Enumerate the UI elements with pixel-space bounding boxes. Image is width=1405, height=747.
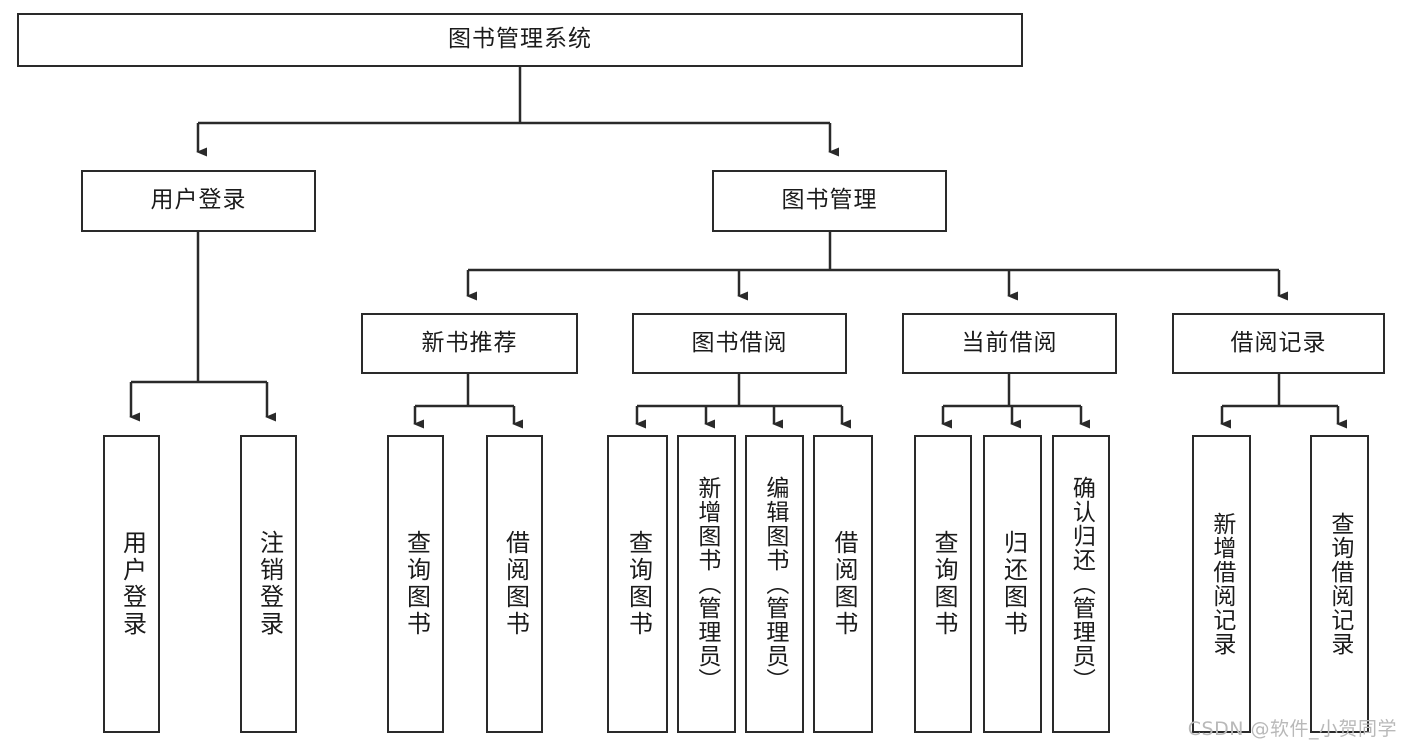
leaf-query-book-borrow[interactable]: 查询图书 xyxy=(607,435,668,733)
leaf-add-book-admin[interactable]: 新增图书（管理员） xyxy=(677,435,736,733)
node-label: 查询图书 xyxy=(929,530,958,638)
node-new-book-recommend[interactable]: 新书推荐 xyxy=(361,313,578,374)
node-book-management[interactable]: 图书管理 xyxy=(712,170,947,232)
leaf-add-borrow-record[interactable]: 新增借阅记录 xyxy=(1192,435,1251,733)
node-current-borrow[interactable]: 当前借阅 xyxy=(902,313,1117,374)
node-label: 借阅图书 xyxy=(829,530,858,638)
node-root-book-management-system[interactable]: 图书管理系统 xyxy=(17,13,1023,67)
node-label: 查询图书 xyxy=(624,530,653,638)
leaf-borrow-book-newbook[interactable]: 借阅图书 xyxy=(486,435,543,733)
node-label: 编辑图书（管理员） xyxy=(761,476,788,692)
leaf-logout[interactable]: 注销登录 xyxy=(240,435,297,733)
leaf-edit-book-admin[interactable]: 编辑图书（管理员） xyxy=(745,435,804,733)
node-book-borrow[interactable]: 图书借阅 xyxy=(632,313,847,374)
node-label: 查询图书 xyxy=(402,530,431,638)
leaf-borrow-book[interactable]: 借阅图书 xyxy=(813,435,873,733)
node-label: 新书推荐 xyxy=(421,329,518,356)
node-label: 确认归还（管理员） xyxy=(1068,476,1095,692)
node-label: 新增图书（管理员） xyxy=(693,476,720,692)
node-label: 新增借阅记录 xyxy=(1208,512,1235,656)
leaf-user-login[interactable]: 用户登录 xyxy=(103,435,160,733)
node-label: 用户登录 xyxy=(118,530,147,638)
node-label: 当前借阅 xyxy=(961,329,1058,356)
node-label: 图书借阅 xyxy=(691,329,788,356)
node-label: 查询借阅记录 xyxy=(1326,512,1353,656)
node-label: 借阅图书 xyxy=(501,530,530,638)
leaf-query-book-newbook[interactable]: 查询图书 xyxy=(387,435,444,733)
node-label: 归还图书 xyxy=(999,530,1028,638)
node-borrow-record[interactable]: 借阅记录 xyxy=(1172,313,1385,374)
leaf-query-borrow-record[interactable]: 查询借阅记录 xyxy=(1310,435,1369,733)
node-label: 用户登录 xyxy=(150,187,247,214)
leaf-confirm-return-admin[interactable]: 确认归还（管理员） xyxy=(1052,435,1110,733)
node-user-login[interactable]: 用户登录 xyxy=(81,170,316,232)
node-label: 图书管理 xyxy=(781,187,878,214)
node-label: 图书管理系统 xyxy=(448,26,592,53)
node-label: 注销登录 xyxy=(255,530,284,638)
leaf-return-book[interactable]: 归还图书 xyxy=(983,435,1042,733)
leaf-query-book-current[interactable]: 查询图书 xyxy=(914,435,972,733)
node-label: 借阅记录 xyxy=(1230,329,1327,356)
